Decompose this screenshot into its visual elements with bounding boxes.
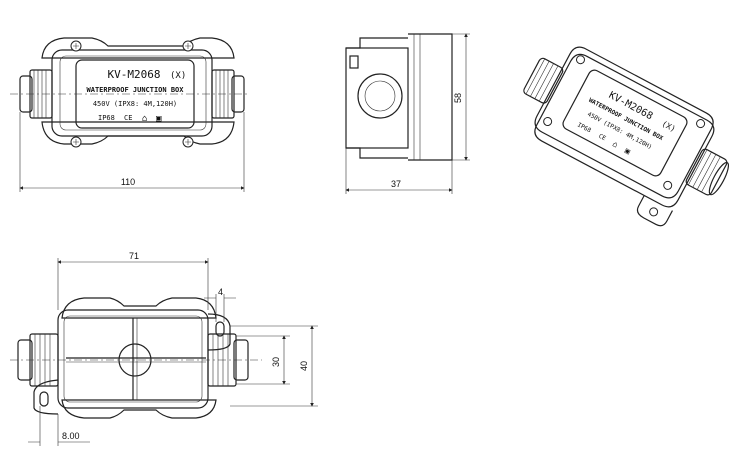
height-dimension: 58 [453, 93, 463, 103]
square-icon: ▣ [156, 114, 162, 124]
iso-model-mark-text: (X) [660, 119, 677, 134]
mount-slot [39, 391, 49, 407]
iso-rating-text: IP68 [576, 121, 592, 134]
screw-icon [70, 40, 194, 148]
offset-dimension: 8.00 [62, 431, 80, 441]
model-mark-text: (X) [170, 71, 186, 81]
depth-dimension: 37 [391, 179, 401, 189]
side-view: 58 37 [345, 33, 470, 194]
iso-gland-left [523, 57, 564, 104]
model-text: KV-M2068 [108, 68, 161, 81]
span-b-dimension: 40 [299, 361, 309, 371]
gland-opening [357, 73, 403, 119]
product-title-text: WATERPROOF JUNCTION BOX [87, 86, 185, 94]
rating-text: IP68 [98, 114, 115, 122]
iso-gland-right [685, 148, 730, 196]
iso-ce-mark: CE [597, 133, 607, 143]
iso-square-icon: ▣ [623, 146, 632, 156]
top-view: KV-M2068 (X) WATERPROOF JUNCTION BOX 450… [10, 37, 250, 192]
spec-text: 450V (IPX8: 4M,120H) [93, 100, 177, 108]
span-a-dimension: 30 [271, 357, 281, 367]
house-icon: ⌂ [142, 114, 147, 124]
inner-width-dimension: 71 [129, 251, 139, 261]
mount-slot [215, 321, 225, 337]
width-dimension: 110 [121, 177, 135, 187]
slot-width-dimension: 4 [218, 287, 223, 297]
iso-house-icon: ⌂ [611, 139, 619, 149]
ce-mark: CE [124, 114, 132, 122]
isometric-view: KV-M2068 (X) WATERPROOF JUNCTION BOX 450… [523, 46, 730, 227]
bottom-view: 71 4 30 40 8.00 [10, 251, 318, 446]
